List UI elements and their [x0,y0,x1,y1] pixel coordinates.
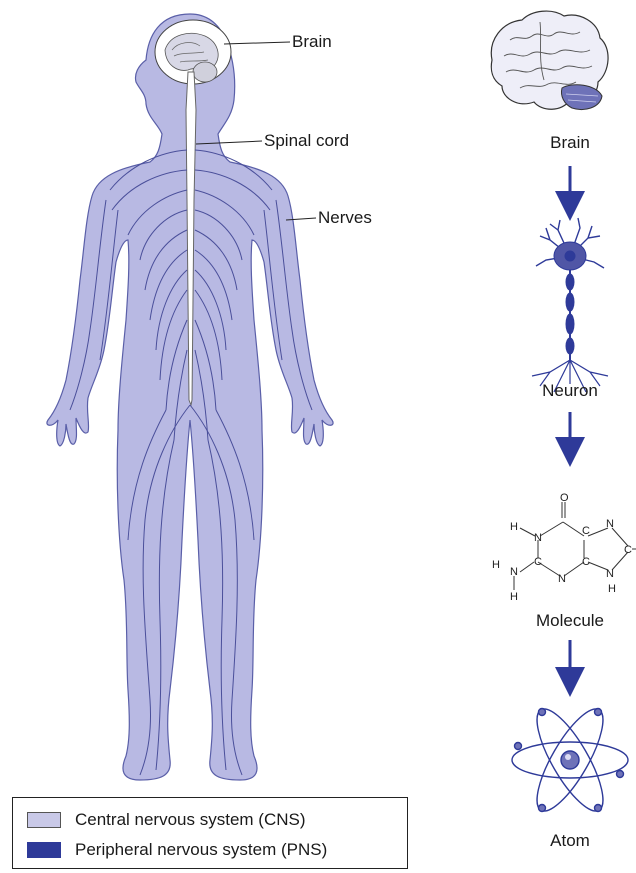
atom-c4: C [624,544,632,556]
molecule-icon: O C N C C N N N C H H N H H [492,492,636,603]
legend-item-pns: Peripheral nervous system (PNS) [27,838,327,862]
human-body-figure [0,0,420,790]
atom-n2: N [558,573,566,585]
legend-cns-label: Central nervous system (CNS) [75,810,306,830]
legend: Central nervous system (CNS) Peripheral … [12,797,408,869]
atom-n1: N [534,532,542,544]
scale-series: Brain Neuron [480,0,636,873]
atom-n5: N [510,566,518,578]
brain-icon [491,11,608,109]
atom-n3: N [606,518,614,530]
legend-pns-label: Peripheral nervous system (PNS) [75,840,327,860]
atom-level-label: Atom [550,831,590,850]
spinal-cord-label: Spinal cord [264,131,349,151]
atom-icon [512,701,628,819]
atom-c3: C [534,556,542,568]
molecule-level-label: Molecule [536,611,604,630]
brain-label: Brain [292,32,332,52]
legend-item-cns: Central nervous system (CNS) [27,808,306,832]
atom-h3: H [510,591,518,603]
atom-c2: C [582,556,590,568]
neuron-icon [532,218,608,392]
neuron-level-label: Neuron [542,381,598,400]
pns-swatch [27,842,61,858]
cns-swatch [27,812,61,828]
atom-o: O [560,492,569,504]
atom-h2: H [492,559,500,571]
atom-h1: H [510,521,518,533]
nerves-label: Nerves [318,208,372,228]
atom-c1: C [582,525,590,537]
brain-level-label: Brain [550,133,590,152]
atom-n4: N [606,568,614,580]
atom-h4: H [608,583,616,595]
